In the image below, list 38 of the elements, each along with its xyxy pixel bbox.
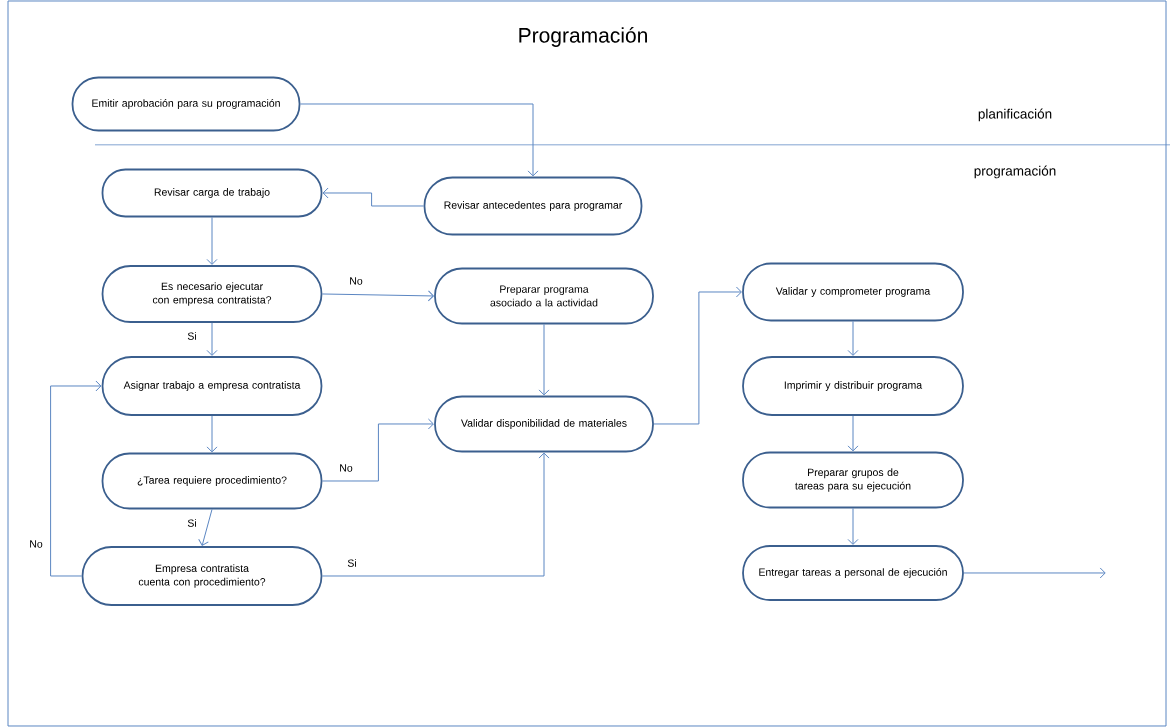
process-box: Validar y comprometer programa <box>742 262 964 322</box>
arrow <box>321 452 550 577</box>
arrow <box>206 322 218 356</box>
process-box: Imprimir y distribuir programa <box>742 356 964 416</box>
lane-label: programación <box>974 165 1056 179</box>
arrow <box>847 320 859 356</box>
arrow <box>206 216 218 265</box>
process-box: Es necesario ejecutar con empresa contratista? <box>101 265 323 323</box>
process-box: Validar disponibilidad de materiales <box>434 395 654 453</box>
arrow <box>538 323 550 396</box>
arrow <box>321 290 434 302</box>
edge-label: Si <box>185 517 199 529</box>
process-box: Revisar carga de trabajo <box>101 168 323 218</box>
arrow <box>321 418 434 482</box>
arrow <box>847 415 859 452</box>
edge-label: No <box>347 275 365 287</box>
edge-label: Si <box>345 557 359 569</box>
arrow <box>198 508 213 546</box>
edge-label: No <box>337 462 355 474</box>
process-box: Revisar antecedentes para programar <box>423 176 643 236</box>
arrow <box>322 187 425 207</box>
arrow <box>206 415 218 453</box>
process-box: Empresa contratista cuenta con procedimiento? <box>81 546 323 606</box>
arrow <box>847 507 859 545</box>
process-box: Preparar grupos de tareas para su ejecución <box>742 451 964 509</box>
process-box: Entregar tareas a personal de ejecución <box>742 545 964 601</box>
process-box: Asignar trabajo a empresa contratista <box>101 356 323 416</box>
edge-label: Si <box>185 330 199 342</box>
title: Programación <box>519 27 647 47</box>
process-box: ¿Tarea requiere procedimiento? <box>101 452 323 510</box>
arrow <box>299 103 539 177</box>
arrow <box>50 380 102 577</box>
lane-label: planificación <box>978 108 1052 122</box>
process-box: Preparar programa asociado a la actividad <box>434 267 654 325</box>
edge-label: No <box>27 538 45 550</box>
arrow <box>963 567 1106 579</box>
arrow <box>653 286 742 425</box>
process-box: Emitir aprobación para su programación <box>71 76 301 132</box>
